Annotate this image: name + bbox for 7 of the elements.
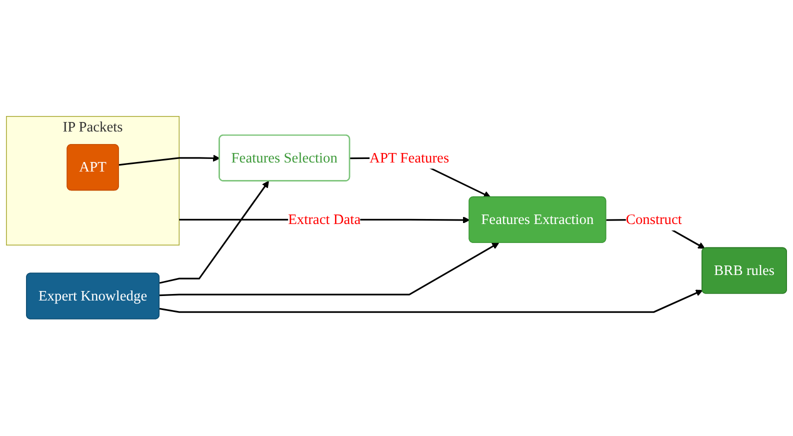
arrow [160,242,500,296]
edge-label: Construct [626,212,682,228]
edge-label: Extract Data [288,212,361,228]
arrow [159,181,269,284]
edge-label: APT Features [370,150,450,166]
arrow [118,155,220,166]
arrow [159,290,703,314]
